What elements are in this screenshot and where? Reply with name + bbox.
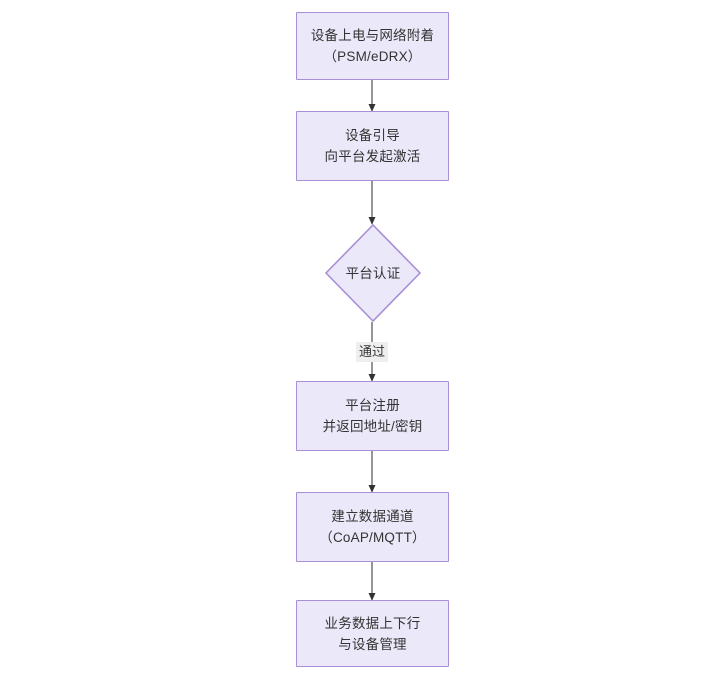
node-device-bootstrap-activation[interactable]: 设备引导 向平台发起激活 bbox=[296, 111, 449, 181]
node-establish-data-channel[interactable]: 建立数据通道 （CoAP/MQTT） bbox=[296, 492, 449, 562]
node-label-line: 建立数据通道 bbox=[331, 509, 414, 524]
node-platform-registration-credentials[interactable]: 平台注册 并返回地址/密钥 bbox=[296, 381, 449, 451]
node-label-line: 设备引导 bbox=[345, 128, 400, 143]
node-label-line: 平台注册 bbox=[345, 398, 400, 413]
node-platform-authentication-decision[interactable]: 平台认证 bbox=[325, 224, 421, 322]
node-label-line: 设备上电与网络附着 bbox=[310, 28, 435, 43]
node-label-line: 并返回地址/密钥 bbox=[322, 419, 423, 434]
node-label-line: 平台认证 bbox=[345, 265, 401, 281]
node-label-line: 业务数据上下行 bbox=[324, 615, 421, 631]
edge-label-pass: 通过 bbox=[355, 342, 389, 362]
node-business-data-device-management[interactable]: 业务数据上下行 与设备管理 bbox=[296, 600, 449, 667]
node-label-line: （CoAP/MQTT） bbox=[319, 530, 426, 545]
node-label-line: 向平台发起激活 bbox=[324, 149, 421, 164]
node-label-line: （PSM/eDRX） bbox=[323, 49, 422, 64]
diamond-shape-icon bbox=[325, 224, 421, 322]
node-power-on-network-attach[interactable]: 设备上电与网络附着 （PSM/eDRX） bbox=[296, 12, 449, 80]
node-label-line: 与设备管理 bbox=[338, 636, 407, 652]
